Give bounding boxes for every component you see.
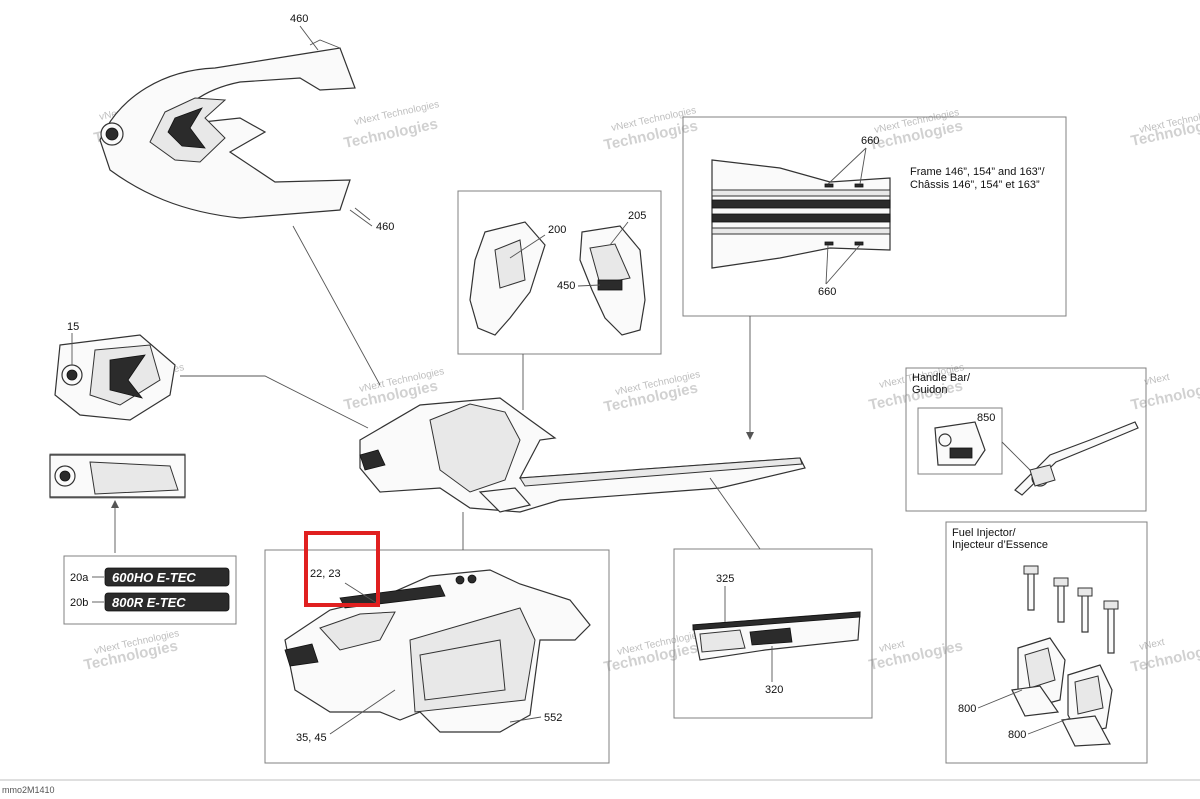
callout-800-right: 800 [1008, 729, 1026, 741]
watermark-14: vNext [878, 639, 906, 655]
decal-600: 600HO E-TEC [112, 570, 196, 585]
footer-code: mmo2M1410 [2, 785, 55, 794]
callout-460-top: 460 [290, 13, 308, 25]
hood-top-part: 460 460 [99, 13, 394, 386]
frame-note-en: Frame 146”, 154” and 163”/ [910, 166, 1045, 178]
callout-200: 200 [548, 224, 566, 236]
handlebar-box: Handle Bar/ Guidon 850 [905, 367, 1147, 512]
callout-15: 15 [67, 321, 79, 333]
side-panels-box: 200 205 450 [457, 190, 662, 410]
callout-460-bottom: 460 [376, 221, 394, 233]
tunnel-box: 325 320 [673, 477, 873, 719]
frame-note-fr: Châssis 146”, 154” et 163” [910, 179, 1040, 191]
front-nose-group: 15 [49, 321, 369, 553]
fuel-injector-box: Fuel Injector/ Injecteur d’Essence 800 8… [945, 521, 1148, 764]
callout-20a: 20a [70, 572, 89, 584]
decal-800: 800R E-TEC [112, 595, 186, 610]
fuel-note-en: Fuel Injector/ [952, 527, 1017, 539]
callout-552: 552 [544, 712, 562, 724]
callout-20b: 20b [70, 597, 88, 609]
watermark-15: vNext [1138, 637, 1166, 653]
handlebar-note-en: Handle Bar/ [912, 372, 971, 384]
callout-800-left: 800 [958, 703, 976, 715]
callout-660-top: 660 [861, 135, 879, 147]
callout-450: 450 [557, 280, 575, 292]
callout-850: 850 [977, 412, 995, 424]
callout-35-45: 35, 45 [296, 732, 327, 744]
frame-box: 660 660 Frame 146”, 154” and 163”/ Châss… [682, 116, 1067, 440]
decal-badges-box: 20a 600HO E-TEC 20b 800R E-TEC [63, 555, 237, 625]
watermark-10: vNext [1143, 372, 1171, 388]
callout-325: 325 [716, 573, 734, 585]
callout-320: 320 [765, 684, 783, 696]
callout-660-bottom: 660 [818, 286, 836, 298]
callout-205: 205 [628, 210, 646, 222]
highlight-box [304, 531, 380, 607]
callout-22-23: 22, 23 [310, 568, 341, 580]
lower-hood-box: 22, 23 552 35, 45 [264, 512, 610, 764]
sled-assembly [359, 397, 806, 513]
handlebar-note-fr: Guidon [912, 384, 947, 396]
fuel-note-fr: Injecteur d’Essence [952, 539, 1048, 551]
